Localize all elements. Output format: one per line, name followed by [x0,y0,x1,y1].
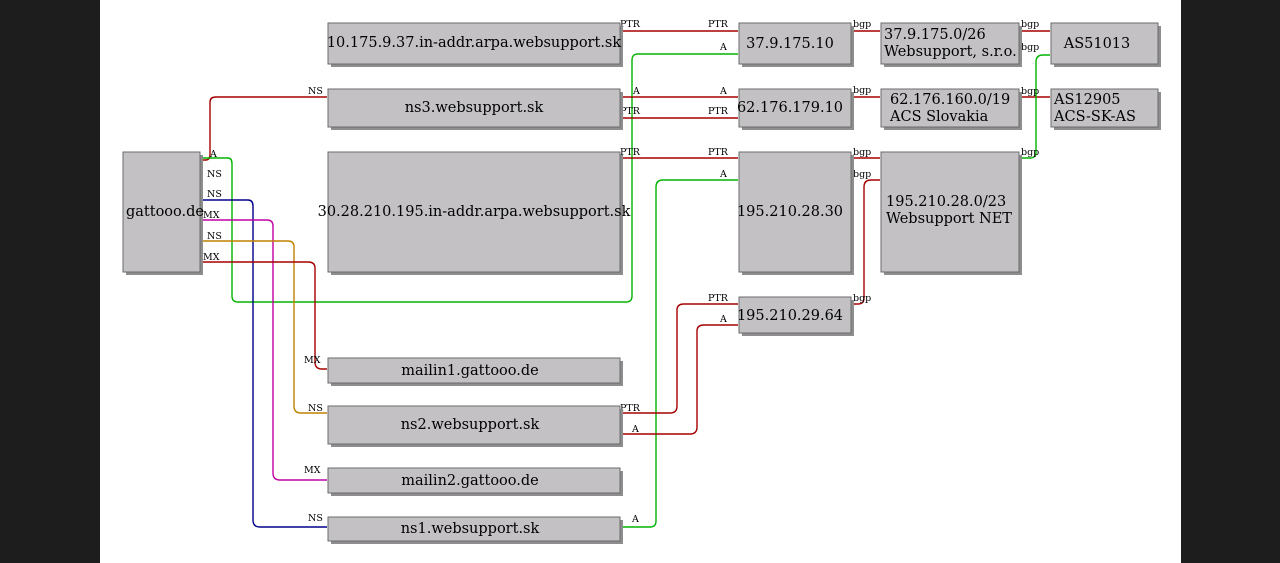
edge-label-ptr: PTR [620,19,641,30]
edge-label-bgp: bgp [853,19,871,30]
edge-gattooo-ns3 [200,96,327,161]
edge-label-bgp: bgp [853,147,871,158]
node-mailin2[interactable]: mailin2.gattooo.de [327,467,623,496]
edge-ns1-ip195-a [620,179,738,528]
node-rev-37[interactable]: 10.175.9.37.in-addr.arpa.websupport.sk [327,22,623,67]
node-as-12905-line2: ACS-SK-AS [1053,109,1136,125]
node-net-195-line2: Websupport NET [886,211,1012,227]
diagram-canvas: NS A NS NS MX NS MX MX NS MX NS PTR PTR … [100,0,1181,563]
edge-gattooo-mailin1 [200,261,327,370]
edge-label-bgp: bgp [853,293,871,304]
edge-ip195-64-net195 [851,179,880,305]
node-ns2[interactable]: ns2.websupport.sk [327,405,623,447]
edge-label-a: A [719,314,727,325]
edge-label-ptr: PTR [708,293,729,304]
edge-label-a: A [631,424,639,435]
node-net-195[interactable]: 195.210.28.0/23 Websupport NET [880,151,1022,275]
node-ns1[interactable]: ns1.websupport.sk [327,516,623,544]
edge-label-a: A [719,42,727,53]
node-net-37[interactable]: 37.9.175.0/26 Websupport, s.r.o. [880,22,1022,67]
node-mailin1-label: mailin1.gattooo.de [401,363,538,379]
node-ip-62-label: 62.176.179.10 [737,100,843,116]
node-ns3-label: ns3.websupport.sk [405,100,544,116]
edge-label-bgp: bgp [853,85,871,96]
edge-label-ptr: PTR [620,106,641,117]
edge-label-ptr: PTR [708,19,729,30]
node-ip-195-64-label: 195.210.29.64 [737,308,843,324]
edge-label-ptr: PTR [620,403,641,414]
node-ip-37[interactable]: 37.9.175.10 [738,22,854,67]
node-ns2-label: ns2.websupport.sk [401,417,540,433]
node-as-12905[interactable]: AS12905 ACS-SK-AS [1050,88,1161,130]
node-as-12905-line1: AS12905 [1053,92,1121,108]
edge-label-bgp: bgp [1021,42,1039,53]
edge-label-ns: NS [207,169,222,180]
node-ip-37-label: 37.9.175.10 [746,36,834,52]
edge-label-a: A [632,86,640,97]
edge-label-bgp: bgp [1021,147,1039,158]
node-net-37-line2: Websupport, s.r.o. [884,44,1017,60]
edge-ns2-ip195-64-a [620,324,738,435]
node-net-62-line2: ACS Slovakia [889,109,989,125]
node-ns3[interactable]: ns3.websupport.sk [327,88,623,130]
node-net-62-line1: 62.176.160.0/19 [890,92,1010,108]
node-mailin1[interactable]: mailin1.gattooo.de [327,357,623,386]
edge-label-mx: MX [304,465,321,476]
edges [200,30,1050,528]
edge-label-a: A [719,169,727,180]
edge-gattooo-mailin2 [200,219,327,481]
node-as-51013-label: AS51013 [1063,36,1131,52]
node-gattooo-label: gattooo.de [126,204,204,220]
edge-gattooo-ns2 [200,240,327,414]
node-ip-195-64[interactable]: 195.210.29.64 [737,296,854,336]
edge-label-mx: MX [203,252,220,263]
edge-label-ns: NS [207,231,222,242]
node-ip-195-30[interactable]: 195.210.28.30 [737,151,854,275]
node-net-37-line1: 37.9.175.0/26 [884,27,986,43]
node-rev-195-label: 30.28.210.195.in-addr.arpa.websupport.sk [318,204,631,220]
edge-label-a: A [631,514,639,525]
edge-label-bgp: bgp [1021,19,1039,30]
node-net-195-line1: 195.210.28.0/23 [886,194,1006,210]
edge-label-bgp: bgp [853,169,871,180]
node-ip-62[interactable]: 62.176.179.10 [737,88,854,130]
edge-labels: NS A NS NS MX NS MX MX NS MX NS PTR PTR … [203,19,1039,525]
edge-label-ptr: PTR [708,106,729,117]
edge-label-a: A [209,149,217,160]
dns-graph: NS A NS NS MX NS MX MX NS MX NS PTR PTR … [122,19,1161,544]
edge-label-ptr: PTR [708,147,729,158]
node-as-51013[interactable]: AS51013 [1050,22,1161,67]
edge-label-mx: MX [203,210,220,221]
edge-label-ns: NS [308,513,323,524]
edge-label-ns: NS [308,403,323,414]
node-rev-37-label: 10.175.9.37.in-addr.arpa.websupport.sk [327,35,622,51]
edge-label-ns: NS [207,189,222,200]
node-rev-195[interactable]: 30.28.210.195.in-addr.arpa.websupport.sk [318,151,631,275]
node-ns1-label: ns1.websupport.sk [401,521,540,537]
edge-label-mx: MX [304,355,321,366]
edge-label-ptr: PTR [620,147,641,158]
node-gattooo[interactable]: gattooo.de [122,151,204,275]
edge-net195-as51013 [1019,54,1050,159]
node-ip-195-30-label: 195.210.28.30 [737,204,843,220]
edge-gattooo-ns1 [200,199,327,528]
edge-gattooo-ip37-a [200,53,738,303]
edge-label-a: A [719,86,727,97]
edge-ns2-ip195-64-ptr [620,303,738,414]
node-mailin2-label: mailin2.gattooo.de [401,473,538,489]
edge-label-bgp: bgp [1021,86,1039,97]
nodes: gattooo.de 10.175.9.37.in-addr.arpa.webs… [122,22,1161,544]
node-net-62[interactable]: 62.176.160.0/19 ACS Slovakia [880,88,1022,130]
edge-label-ns: NS [308,86,323,97]
